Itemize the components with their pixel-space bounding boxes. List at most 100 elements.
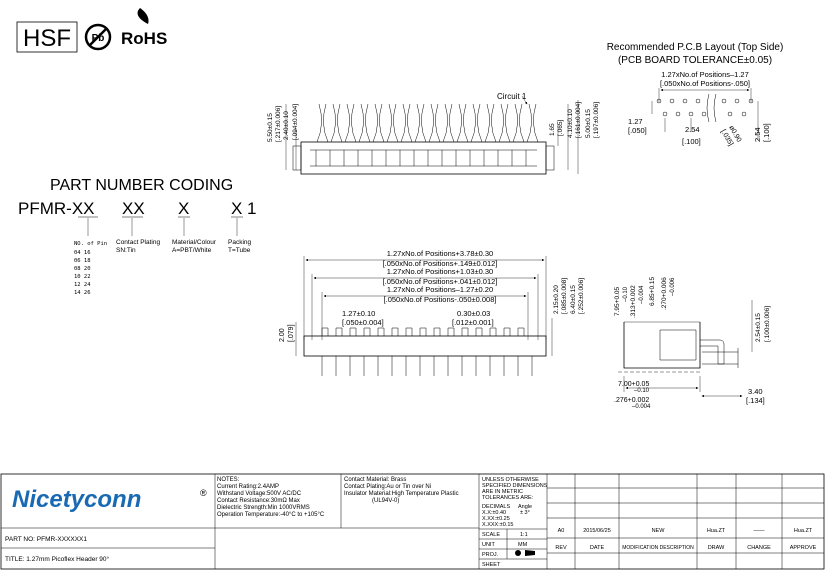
pcb-col-space: 2.54 (685, 125, 700, 134)
front-height-r2: 6.40±0.15 (570, 285, 577, 314)
end-dim-height-inch: .313+0.002 (630, 285, 637, 318)
front-height-r1: 2.15±0.20 (553, 285, 560, 314)
pb-free-icon (84, 23, 112, 51)
end-dim-foot-inch: [.134] (746, 396, 765, 405)
side-dim-overall: 5.50±0.15 (267, 113, 274, 142)
pcb-right-dim: 2.54 (753, 127, 762, 142)
side-dim-upper-inch: [.094±0.004] (292, 104, 299, 140)
end-dim-height-lower: –0.10 (623, 286, 629, 302)
end-view-housing (623, 322, 701, 369)
unit-label: UNIT (482, 542, 495, 548)
scale-value: 1:1 (520, 532, 528, 538)
code-series: PFMR-XX (18, 199, 95, 218)
front-dim-body: 1.27xNo.of Positions+1.03±0.30 (387, 267, 493, 276)
side-dim-right-a-inch: [.065] (557, 120, 564, 136)
front-dim-overall-inch: [.050xNo.of Positions+.149±0.012] (383, 259, 498, 268)
front-dim-overall: 1.27xNo.of Positions+3.78±0.30 (387, 249, 493, 258)
description-header: MODIFICATION DESCRIPTION (622, 545, 694, 551)
rev-approve-value: Hua.ZT (794, 528, 813, 534)
code-plating: XX (122, 199, 145, 218)
pcb-row-pitch-inch: [.050] (628, 126, 647, 135)
tolerance-line: SPECIFIED DIMENSIONS (482, 483, 548, 489)
end-dim-width-lower: –0.10 (634, 388, 650, 394)
rev-header: REV (555, 545, 567, 551)
approve-header: APPROVE (790, 545, 817, 551)
note-line: Current Rating:2.4AMP (217, 484, 279, 490)
front-pin-width: 0.30±0.03 (457, 309, 490, 318)
tol-xxxx: X.XXX:±0.15 (482, 522, 513, 528)
materials-block: Contact Material: Brass Contact Plating:… (344, 477, 459, 504)
hsf-badge-frame (16, 21, 78, 53)
front-pin-width-inch: [.012±0.001] (452, 318, 494, 327)
front-dim-pins: 1.27xNo.of Positions–1.27±0.20 (387, 285, 493, 294)
side-dim-right-b: 4.10±0.10 (567, 109, 574, 138)
tol-angle: ± 3° (520, 510, 530, 516)
pcb-row-pitch: 1.27 (628, 117, 643, 126)
pin-count-row: 08 20 (74, 266, 91, 272)
pcb-layout-title: Recommended P.C.B Layout (Top Side) (607, 42, 784, 53)
code-material: X (178, 199, 189, 218)
end-dim-width: 7.00+0.05 (618, 381, 649, 388)
note-line: Contact Resistance:30mΩ Max (217, 498, 300, 504)
rev-value: A0 (558, 528, 565, 534)
pcb-pitch-dim-inch: [.050xNo.of Positions-.050] (660, 79, 750, 88)
end-dim-pin-row: 2.54±0.15 (755, 313, 762, 342)
rev-draw-value: Hua.ZT (707, 528, 726, 534)
material-line: Contact Material: Brass (344, 477, 406, 483)
front-height-r2-inch: [.252±0.006] (578, 278, 585, 314)
company-logo: Nicetyconn (12, 486, 141, 513)
end-dim-width-inch-lower: –0.004 (632, 404, 651, 410)
front-view-pins (321, 327, 533, 376)
front-dim-body-inch: [.050xNo.of Positions+.041±0.012] (383, 277, 498, 286)
side-view: Circuit 1 (267, 92, 600, 175)
pin-count-header: NO. of Pin (74, 241, 107, 247)
end-dim-body-inch-lower: –0.006 (670, 277, 676, 296)
front-view: 1.27xNo.of Positions+3.78±0.30 [.050xNo.… (279, 249, 585, 376)
angle-label: Angle (518, 504, 532, 510)
material-line: Contact Plating:Au or Tin over Ni (344, 484, 431, 490)
code-packing: X 1 (231, 199, 257, 218)
front-height-left: 2.00 (279, 328, 286, 342)
date-header: DATE (590, 545, 605, 551)
rev-change-value: —— (754, 528, 766, 534)
front-view-housing (303, 335, 547, 357)
side-dim-right-c: 5.00±0.15 (585, 109, 592, 138)
side-dim-upper: 2.40±0.10 (283, 111, 290, 140)
side-dim-right-c-inch: [.197±0.006] (593, 102, 600, 138)
packing-value: T=Tube (228, 247, 251, 254)
tolerance-line: UNLESS OTHERWISE (482, 477, 539, 483)
note-line: Dielectric Strength:Min 1000VRMS (217, 505, 310, 511)
pb-label: Pb (92, 33, 105, 44)
rohs-badge: RoHS (121, 29, 167, 48)
end-dim-height: 7.95+0.05 (614, 287, 621, 316)
change-header: CHANGE (747, 545, 771, 551)
side-dim-right-a: 1.65 (549, 123, 556, 136)
drawing-title: TITLE: 1.27mm Picoflex Header 90° (5, 555, 110, 563)
registered-mark: ® (200, 488, 207, 498)
side-view-housing (300, 141, 547, 175)
title-block: Nicetyconn ® PART NO: PFMR-XXXXXX1 TITLE… (0, 473, 825, 570)
pcb-right-dim-inch: [.100] (762, 123, 771, 142)
pin-count-row: 10 22 (74, 274, 91, 280)
pcb-pitch-dim: 1.27xNo.of Positions–1.27 (661, 70, 749, 79)
projection-icon (515, 550, 535, 556)
plating-value: SN:Tin (116, 247, 136, 254)
end-dim-pin-row-inch: [.100±0.006] (764, 306, 771, 342)
pin-count-row: 06 18 (74, 258, 91, 264)
part-number: PART NO: PFMR-XXXXXX1 (5, 536, 87, 543)
material-line: Insulator Material:High Temperature Plas… (344, 491, 459, 497)
leaf-icon (137, 8, 149, 24)
end-dim-body: 6.85+0.15 (649, 277, 656, 306)
draw-header: DRAW (708, 545, 725, 551)
pin-count-row: 14 26 (74, 290, 91, 296)
part-number-coding: PART NUMBER CODING PFMR-XX XX X X 1 NO. … (18, 177, 257, 296)
material-line: (UL94V-0) (372, 498, 399, 504)
pin-count-row: 12 24 (74, 282, 91, 288)
tolerance-block: UNLESS OTHERWISE SPECIFIED DIMENSIONS AR… (482, 477, 548, 528)
front-pitch-dim: 1.27±0.10 (342, 309, 375, 318)
packing-label: Packing (228, 239, 252, 246)
pin-count-row: 04 16 (74, 250, 91, 256)
material-label: Material/Colour (172, 239, 217, 246)
rev-date-value: 2015/06/25 (583, 528, 611, 534)
contact-pins (316, 103, 539, 143)
